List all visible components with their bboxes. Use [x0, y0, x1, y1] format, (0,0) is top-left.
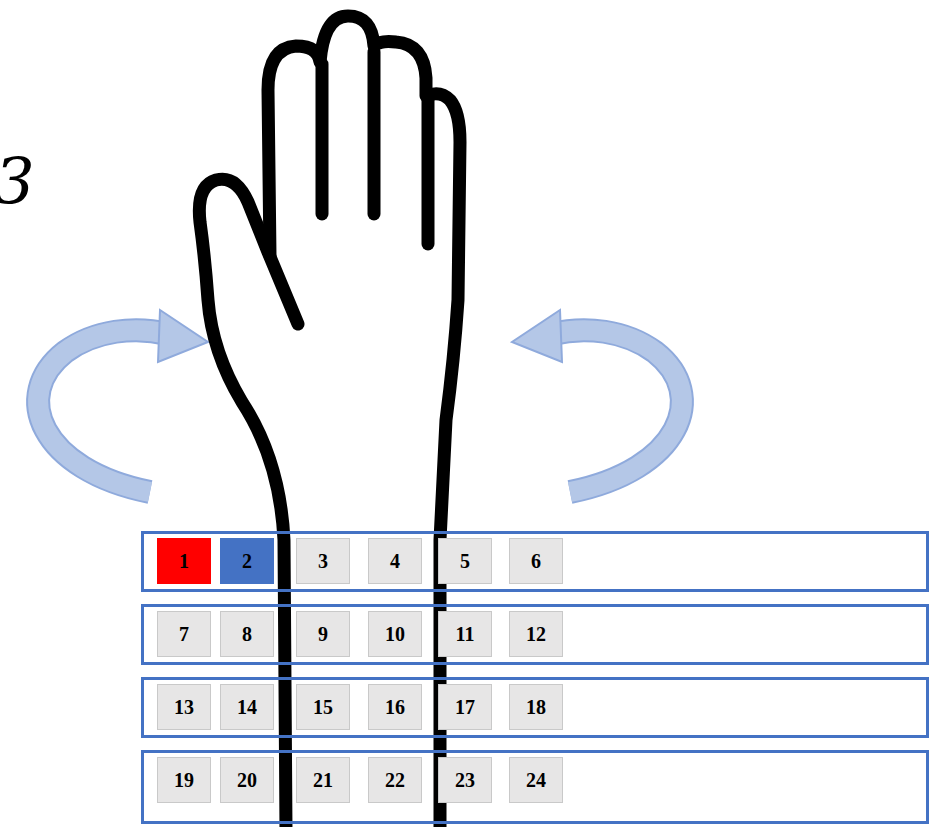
cell-number: 23 [455, 769, 475, 792]
number-cell: 24 [509, 757, 563, 803]
cell-number: 5 [460, 550, 470, 573]
number-cell: 5 [438, 538, 492, 584]
row-band: 19 20 21 22 23 24 [141, 750, 929, 824]
row-band: 13 14 15 16 17 18 [141, 677, 929, 738]
number-cell: 8 [220, 611, 274, 657]
cell-number: 20 [237, 769, 257, 792]
cell-number: 3 [318, 550, 328, 573]
number-cell: 20 [220, 757, 274, 803]
cell-number: 10 [385, 623, 405, 646]
cell-number: 18 [526, 696, 546, 719]
rotation-arrow [38, 310, 208, 492]
cell-number: 12 [526, 623, 546, 646]
number-cell: 3 [296, 538, 350, 584]
row-band: 1 2 3 4 5 6 [141, 531, 929, 592]
cell-number: 8 [242, 623, 252, 646]
cell-number: 19 [174, 769, 194, 792]
number-cell: 23 [438, 757, 492, 803]
cell-number: 16 [385, 696, 405, 719]
number-cell: 21 [296, 757, 350, 803]
number-cell: 9 [296, 611, 350, 657]
number-cell: 6 [509, 538, 563, 584]
stray-glyph: 3 [0, 150, 35, 214]
cell-number: 14 [237, 696, 257, 719]
cell-number: 6 [531, 550, 541, 573]
number-cell: 4 [368, 538, 422, 584]
number-cell: 14 [220, 684, 274, 730]
number-cell: 10 [368, 611, 422, 657]
cell-number: 22 [385, 769, 405, 792]
number-cell: 22 [368, 757, 422, 803]
number-cell: 19 [157, 757, 211, 803]
number-cell: 11 [438, 611, 492, 657]
row-band: 7 8 9 10 11 12 [141, 604, 929, 665]
cell-number: 9 [318, 623, 328, 646]
number-cell: 1 [157, 538, 211, 584]
number-cell: 18 [509, 684, 563, 730]
cell-number: 24 [526, 769, 546, 792]
cell-number: 2 [242, 550, 252, 573]
cell-number: 13 [174, 696, 194, 719]
cell-number: 17 [455, 696, 475, 719]
cell-number: 1 [179, 550, 189, 573]
cell-number: 15 [313, 696, 333, 719]
number-cell: 2 [220, 538, 274, 584]
cell-number: 11 [456, 623, 475, 646]
cell-number: 21 [313, 769, 333, 792]
number-cell: 7 [157, 611, 211, 657]
number-cell: 15 [296, 684, 350, 730]
number-cell: 12 [509, 611, 563, 657]
hand-outline [199, 16, 460, 827]
number-cell: 17 [438, 684, 492, 730]
number-cell: 13 [157, 684, 211, 730]
rotation-arrow [512, 310, 682, 492]
cell-number: 7 [179, 623, 189, 646]
number-cell: 16 [368, 684, 422, 730]
cell-number: 4 [390, 550, 400, 573]
